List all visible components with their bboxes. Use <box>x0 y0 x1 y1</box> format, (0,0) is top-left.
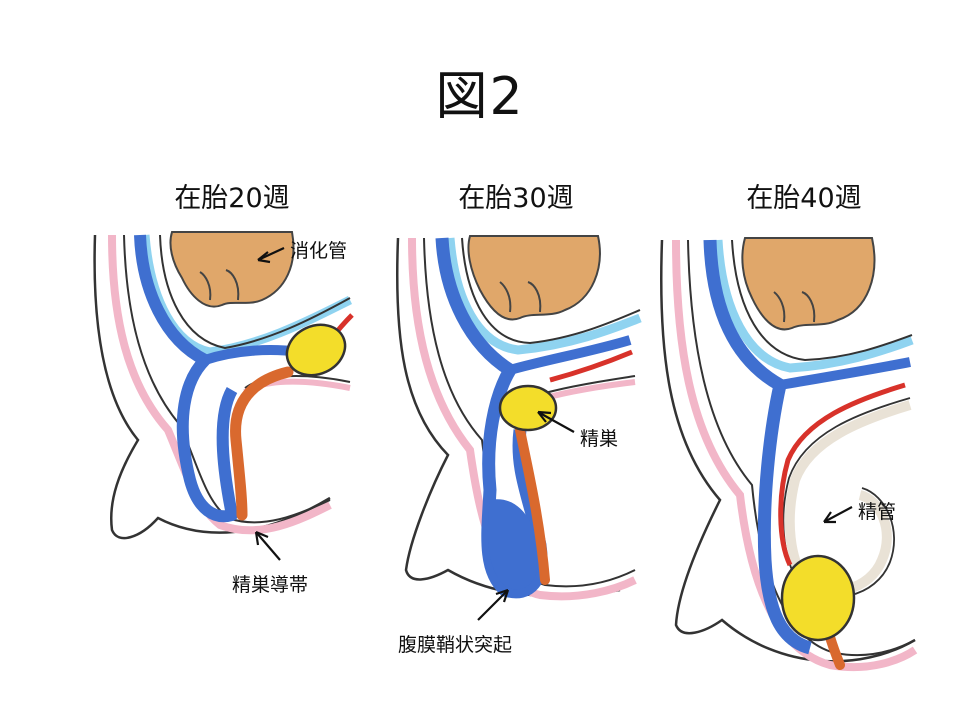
testis <box>285 323 347 377</box>
arrow-digestive <box>257 247 285 261</box>
label-gubernaculum: 精巣導帯 <box>232 574 309 596</box>
peritoneum-blue <box>703 239 813 655</box>
intestine <box>741 237 876 331</box>
peritoneum-branch <box>779 357 911 390</box>
label-vas-deferens: 精管 <box>858 501 897 523</box>
testis <box>780 554 856 642</box>
body-outline <box>659 239 916 663</box>
skin-layer-pink <box>672 239 918 672</box>
arrow-gubernaculum <box>255 531 281 561</box>
arrow-testis <box>537 411 575 433</box>
intestine <box>467 235 601 321</box>
figure-title: 図2 <box>435 67 525 127</box>
label-processus-vaginalis: 腹膜鞘状突起 <box>398 634 513 656</box>
peritoneum-light-blue <box>445 237 642 355</box>
skin-layer-pink <box>408 237 637 601</box>
panel-20-weeks <box>93 231 354 540</box>
inner-outline-lower-line <box>544 375 636 394</box>
gubernaculum <box>230 366 294 521</box>
inner-outline-lower <box>544 379 636 401</box>
inner-outline <box>159 234 351 350</box>
panel-40-weeks <box>659 237 918 672</box>
callout-arrows <box>254 247 853 621</box>
label-testis: 精巣 <box>580 428 619 450</box>
inner-outline <box>461 237 641 345</box>
inner-outline <box>731 239 913 362</box>
stage-label-40-weeks: 在胎40週 <box>746 183 862 214</box>
arrow-vas <box>823 506 853 523</box>
label-digestive-tract: 消化管 <box>290 240 348 262</box>
testis <box>498 384 558 432</box>
processus-fill <box>487 499 539 590</box>
peritoneum-branch <box>508 335 632 375</box>
vessel <box>778 382 906 567</box>
body-outline <box>93 234 331 540</box>
stage-label-20-weeks: 在胎20週 <box>174 183 290 214</box>
peritoneum-blue <box>134 234 238 523</box>
peritoneum-light-blue <box>713 239 914 373</box>
intestine <box>169 231 295 308</box>
arrow-processus <box>477 589 509 621</box>
vessel <box>549 349 633 383</box>
muscle-layer-outline <box>123 234 331 524</box>
gubernaculum <box>515 425 550 585</box>
panel-30-weeks <box>395 235 642 601</box>
stage-label-30-weeks: 在胎30週 <box>458 183 574 214</box>
